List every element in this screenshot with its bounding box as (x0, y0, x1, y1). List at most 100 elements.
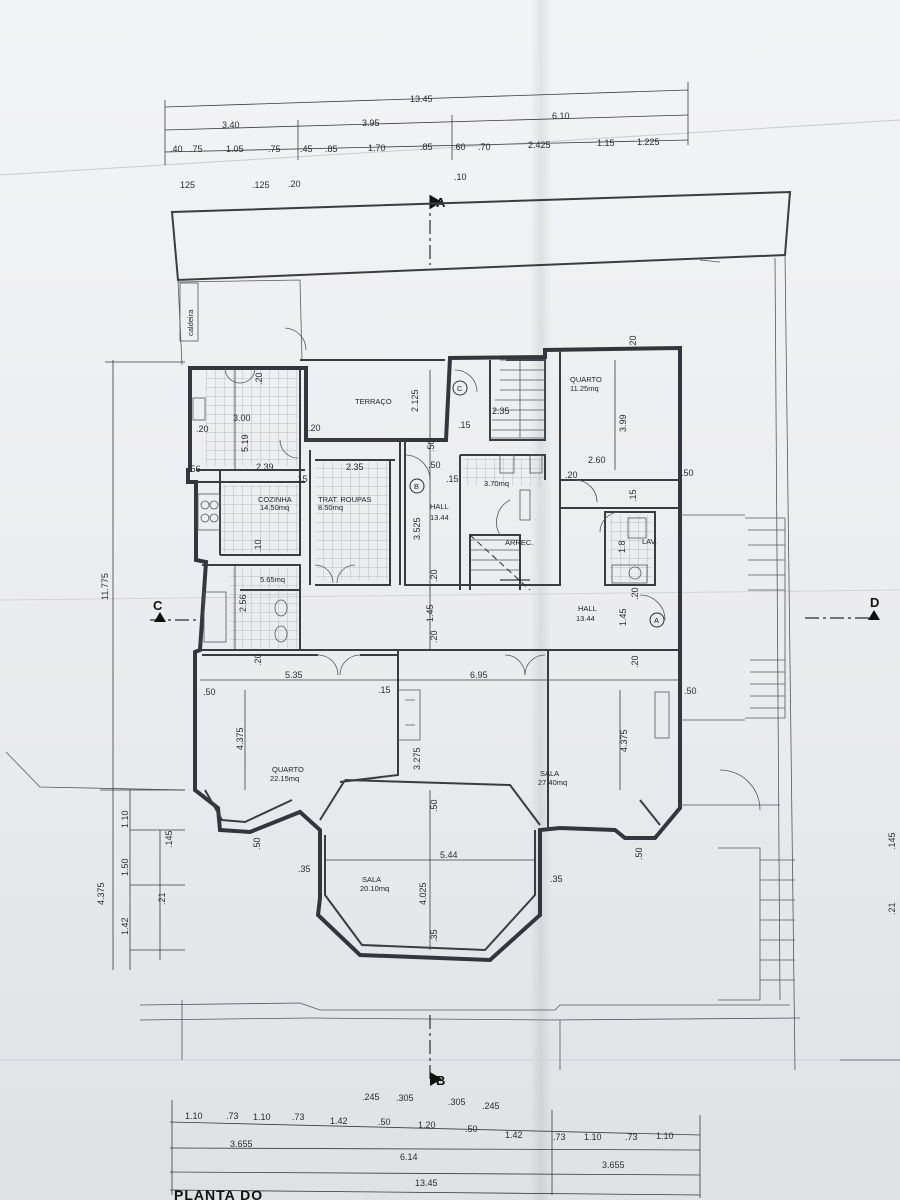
dim-bot-mid: 6.14 (400, 1152, 418, 1162)
dim-left-bottom: 4.375 (96, 882, 106, 905)
dim-k2: 5.19 (240, 434, 250, 452)
dim-bot-r1-2: .305 (448, 1097, 466, 1107)
dim-sc1: 5.44 (440, 850, 458, 860)
dim-top-r3-4: .45 (300, 144, 313, 154)
room-sala-c-area: 20.10mq (360, 884, 389, 893)
dim-left-small-0: 1.10 (120, 810, 130, 828)
dim-left-small2-0: .145 (164, 830, 174, 848)
dim-t2: .20 (308, 423, 321, 433)
room-hall-a-label: HALL (578, 604, 597, 613)
room-wc-ne-area: 3.70mq (484, 479, 509, 488)
room-sala-c-label: SALA (362, 875, 381, 884)
dim-bot-r2-1: .73 (226, 1111, 239, 1121)
dim-top-r3-7: .85 (420, 142, 433, 152)
dim-s2: .15 (458, 420, 471, 430)
dim-bot-r2-6: 1.20 (418, 1120, 436, 1130)
dim-t1: 2.125 (410, 389, 420, 412)
room-arrec-label: ARREC. (505, 538, 533, 547)
building-walls (186, 345, 682, 963)
dim-top-r3-0: .40 (170, 144, 183, 154)
paper-fold-top (0, 119, 900, 176)
room-quarto-ne-area: 11.25mq (570, 384, 599, 393)
dim-bot-r2-0: 1.10 (185, 1111, 203, 1121)
dim-bot-r1-0: .245 (362, 1092, 380, 1102)
dim-top-r3-10: 2.425 (528, 140, 551, 150)
dim-qs3: 4.375 (619, 729, 629, 752)
fixtures (192, 397, 670, 739)
dim-h2: .20 (429, 569, 439, 582)
dim-q2: 2.60 (588, 455, 606, 465)
dim-k6: .20 (254, 372, 264, 385)
dim-w2: .10 (253, 539, 263, 552)
dim-bot-left: 3.655 (230, 1139, 253, 1149)
dim-top-r4-2: .20 (288, 179, 301, 189)
top-dimension-chains: 13.45 3.40 3.95 6.10 .40 .75 1.05 .75 .4… (164, 82, 689, 190)
dim-ha1: 1.45 (618, 608, 628, 626)
dim-bot-r2-4: 1.42 (330, 1116, 348, 1126)
dim-q4: .50 (681, 468, 694, 478)
dim-top-r3-8: .60 (453, 142, 466, 152)
room-lav-label: LAV. (642, 537, 657, 546)
dim-h4: .20 (429, 630, 439, 643)
room-caldeira-label: caldeira (186, 309, 195, 336)
dim-k5: .20 (196, 424, 209, 434)
marker-c: C (457, 384, 463, 393)
dim-l2: 1.8 (617, 540, 627, 553)
section-d-label: D (870, 595, 879, 610)
dim-bot-r2-2: 1.10 (253, 1112, 271, 1122)
section-c-label: C (153, 598, 163, 613)
dim-right-b: .21 (887, 902, 897, 915)
dim-sc4: .35 (298, 864, 311, 874)
dim-top-r3-2: 1.05 (226, 144, 244, 154)
bottom-dimension-chains: .245 .305 .305 .245 1.10 .73 1.10 .73 1.… (169, 1092, 701, 1198)
dim-q1: 3.99 (618, 414, 628, 432)
dim-r5: .50 (684, 686, 697, 696)
room-hall-b-area: 13.44 (430, 513, 449, 522)
interior-dimensions: 3.00 5.19 2.39 .56 .20 .20 2.125 .20 2.3… (188, 335, 697, 950)
dim-bot-r2-5: .50 (378, 1117, 391, 1127)
site-boundary: caldeira (5, 190, 900, 1071)
dim-top-r4-3: .10 (454, 172, 467, 182)
dim-sc3: .35 (429, 929, 439, 942)
dim-left-small2-1: .21 (157, 892, 167, 905)
dim-w3: .20 (253, 653, 263, 666)
dim-top-r4-1: .125 (252, 180, 270, 190)
dim-bot-r1-1: .305 (396, 1093, 414, 1103)
dim-bot-right: 3.655 (602, 1160, 625, 1170)
dim-sc7: .50 (634, 847, 644, 860)
dim-top-total: 13.45 (410, 94, 433, 104)
dim-top-c: 6.10 (552, 111, 570, 121)
dim-r1: 5.35 (285, 670, 303, 680)
dim-k1: 3.00 (233, 413, 251, 423)
room-sala-e-area: 27.40mq (538, 778, 567, 787)
room-hall-b-label: HALL (430, 502, 449, 511)
dim-sc5: .50 (429, 799, 439, 812)
dim-k3: 2.39 (256, 462, 274, 472)
dim-r3: .15 (378, 685, 391, 695)
section-b-label: B (436, 1073, 445, 1088)
right-dimensions: .145 .21 (887, 832, 897, 915)
dim-bot-r2-7: .50 (465, 1124, 478, 1134)
dim-bot-r2-8: 1.42 (505, 1130, 523, 1140)
stairs (469, 359, 795, 1001)
room-sala-e-label: SALA (540, 769, 559, 778)
dim-t3: 2.35 (346, 462, 364, 472)
paper-fold-vertical (530, 0, 552, 1200)
room-trat-roupas-label: TRAT. ROUPAS (318, 495, 371, 504)
dim-bot-r2-3: .73 (292, 1112, 305, 1122)
dim-top-r3-5: .85 (325, 144, 338, 154)
dim-ha3: .20 (630, 655, 640, 668)
dim-left-small-2: 1.42 (120, 917, 130, 935)
dim-left-small-1: 1.50 (120, 858, 130, 876)
dim-top-r3-3: .75 (268, 144, 281, 154)
dim-bot-r2-9: .73 (553, 1132, 566, 1142)
room-terraco-label: TERRAÇO (355, 397, 392, 406)
dim-bot-r1-3: .245 (482, 1101, 500, 1111)
dim-top-r3-9: .70 (478, 142, 491, 152)
dim-sc6: .50 (252, 837, 262, 850)
dim-w1: 2.56 (238, 594, 248, 612)
room-wc-w-area: 5.65mq (260, 575, 285, 584)
dim-l1: .15 (628, 489, 638, 502)
